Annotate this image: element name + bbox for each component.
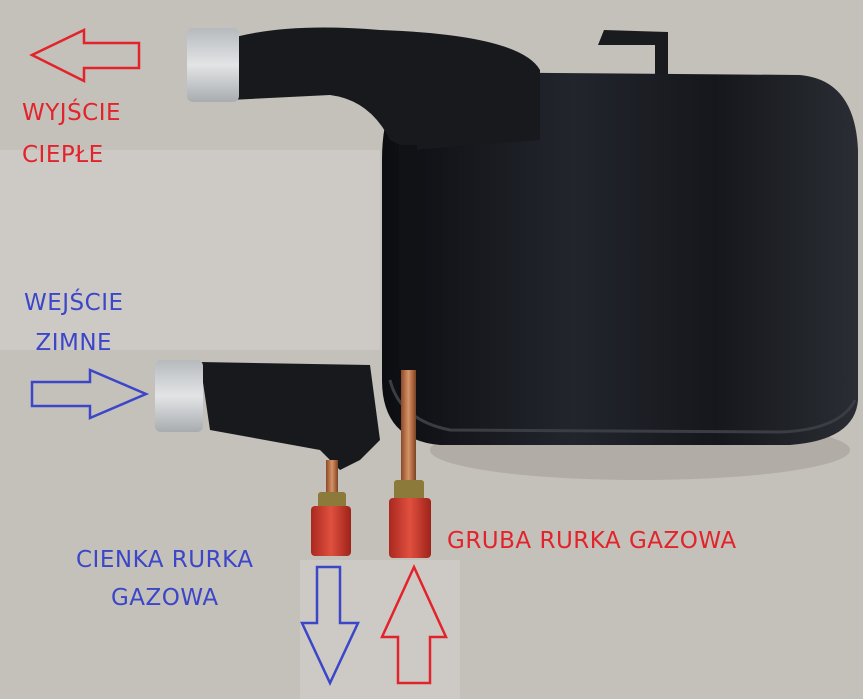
hot-outlet-arrow-icon bbox=[29, 28, 141, 84]
thin-gas-pipe-label-line2: GAZOWA bbox=[110, 585, 219, 611]
thick-gas-pipe-label: GRUBA RURKA GAZOWA bbox=[447, 526, 737, 556]
thick-gas-arrow-icon bbox=[380, 563, 448, 685]
hot-outlet-label-line1: WYJŚCIE bbox=[22, 100, 122, 126]
cold-inlet-arrow-icon bbox=[30, 368, 150, 420]
hot-outlet-label-line2: CIEPŁE bbox=[22, 142, 104, 168]
cold-inlet-label-line2: ZIMNE bbox=[35, 330, 113, 356]
hot-outlet-fitting bbox=[187, 28, 239, 102]
cold-inlet-fitting bbox=[155, 360, 203, 432]
cold-inlet-label: WEJŚCIE ZIMNE bbox=[24, 288, 124, 358]
thick-gas-pipe-label-line1: GRUBA RURKA GAZOWA bbox=[447, 528, 737, 554]
background-patch-left bbox=[0, 150, 380, 350]
thin-gas-pipe-label-line1: CIENKA RURKA bbox=[76, 547, 254, 573]
thin-gas-arrow-icon bbox=[300, 565, 360, 686]
hot-outlet-label: WYJŚCIE CIEPŁE bbox=[22, 98, 121, 170]
cold-inlet-label-line1: WEJŚCIE bbox=[24, 290, 124, 316]
thin-gas-pipe-label: CIENKA RURKA GAZOWA bbox=[76, 545, 254, 613]
